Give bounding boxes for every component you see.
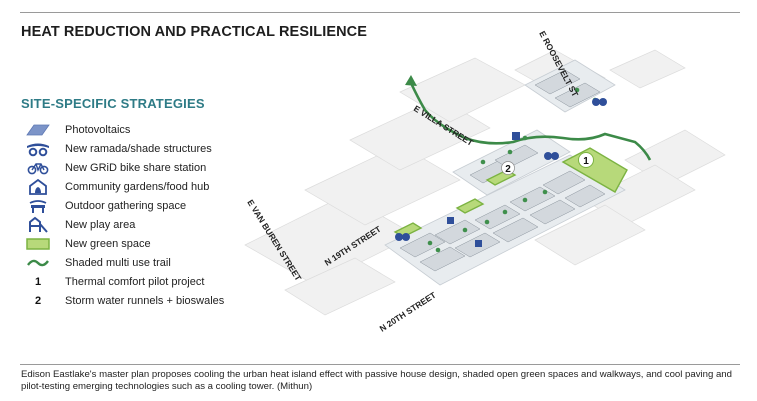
legend-item-bike: New GRiD bike share station	[24, 158, 224, 177]
trees	[427, 87, 598, 253]
marker-1: 1	[578, 152, 594, 168]
legend-item-trail: Shaded multi use trail	[24, 253, 224, 272]
marker-2: 2	[501, 161, 515, 175]
legend-item-thermal: 1 Thermal comfort pilot project	[34, 275, 205, 288]
play-area-icon	[24, 216, 52, 233]
shaded-trail	[409, 82, 652, 161]
top-rule	[20, 12, 740, 13]
photovoltaics-icon	[24, 121, 52, 138]
bike-icon	[24, 159, 52, 176]
number-2-label: 2	[34, 294, 42, 307]
figure-caption: Edison Eastlake's master plan proposes c…	[21, 369, 732, 392]
page-title: HEAT REDUCTION AND PRACTICAL RESILIENCE	[21, 24, 368, 40]
map-icons	[395, 98, 607, 247]
legend-item-shade: New ramada/shade structures	[24, 139, 224, 158]
svg-text:2: 2	[505, 164, 511, 175]
shade-structure-icon	[24, 140, 52, 157]
legend: Photovoltaics New ramada/shade structure…	[24, 120, 224, 310]
green-space-icon	[24, 235, 52, 252]
trail-arrow	[405, 75, 417, 86]
svg-text:1: 1	[583, 156, 589, 167]
legend-item-gathering: Outdoor gathering space	[24, 196, 224, 215]
street-label-20th: N 20TH STREET	[378, 289, 439, 333]
legend-item-green-space: New green space	[24, 234, 224, 253]
gathering-icon	[24, 197, 52, 214]
site-map: 1 2 E ROOSEVELT ST E VILLA STREET E VAN …	[244, 30, 726, 334]
legend-item-photovoltaics: Photovoltaics	[24, 120, 224, 139]
bottom-rule	[20, 364, 740, 365]
legend-item-stormwater: 2 Storm water runnels + bioswales	[34, 294, 225, 307]
number-1-label: 1	[34, 275, 42, 288]
site-block-roosevelt	[524, 59, 616, 113]
legend-item-play: New play area	[24, 215, 224, 234]
trail-icon	[24, 254, 52, 271]
garden-icon	[24, 178, 52, 195]
legend-item-garden: Community gardens/food hub	[24, 177, 224, 196]
legend-heading: SITE-SPECIFIC STRATEGIES	[21, 96, 205, 111]
